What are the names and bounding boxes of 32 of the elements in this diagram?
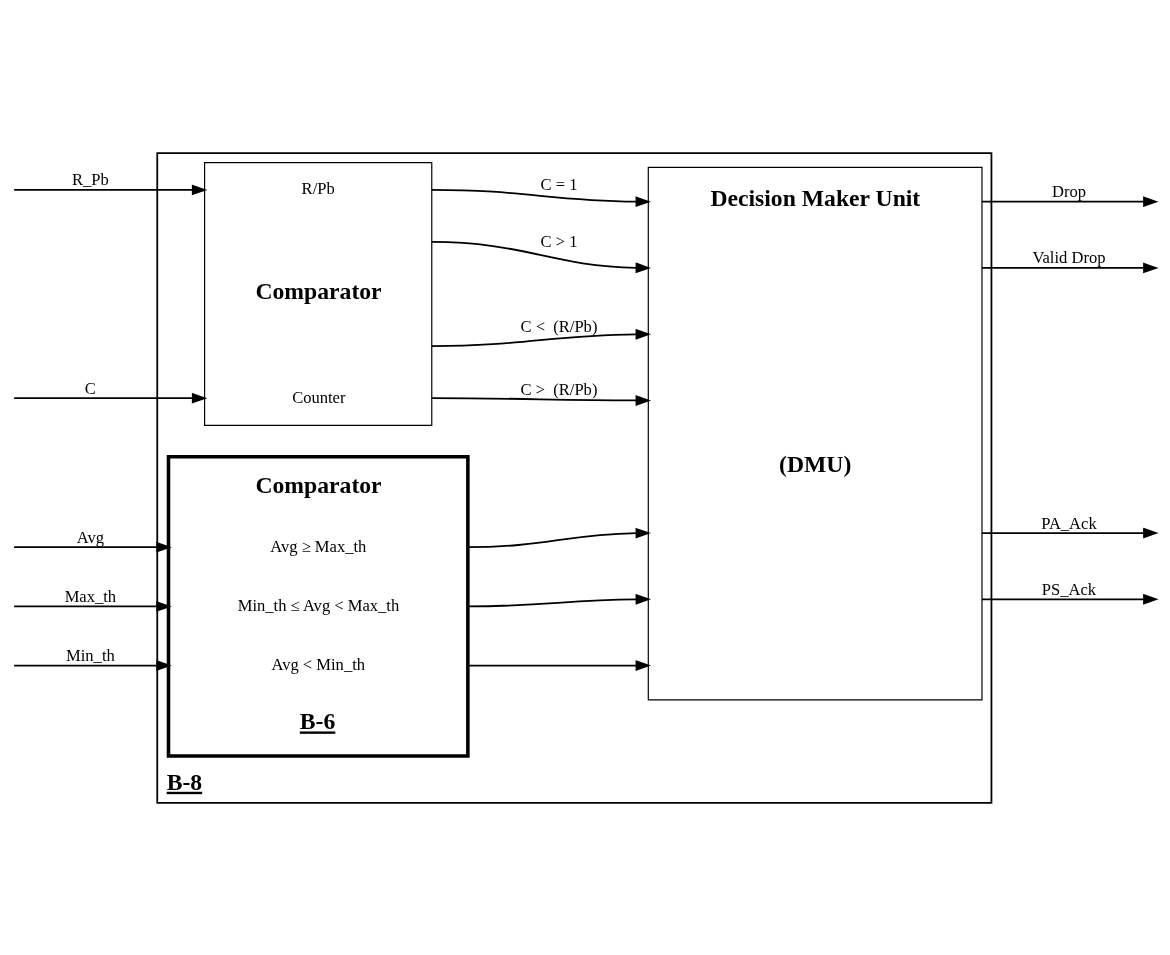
edge-label: Valid Drop — [1032, 247, 1106, 267]
arrow — [466, 527, 651, 548]
arrow — [13, 184, 208, 195]
edge-label: C > (R/Pb) — [520, 379, 598, 399]
arrow — [981, 527, 1159, 538]
arrow — [13, 392, 208, 403]
node-box: Comparator Avg ≥ Max_th Min_th ≤ Avg < Max_th Avg < Min_th B-6 — [166, 454, 470, 758]
arrow — [430, 240, 651, 273]
edge-label: Drop — [1051, 181, 1086, 201]
edge-label: Max_th — [64, 586, 117, 606]
edge-label: C < (R/Pb) — [520, 316, 598, 336]
edge-label: Min_th — [66, 645, 115, 665]
arrow — [13, 600, 172, 612]
node-box: Decision Maker Unit (DMU) — [647, 166, 983, 700]
arrow — [430, 394, 651, 406]
arrow — [13, 659, 172, 671]
arrow — [13, 541, 172, 553]
edge-label: PS_Ack — [1041, 579, 1097, 599]
edge-label: C = 1 — [540, 174, 578, 194]
arrow — [430, 188, 651, 207]
node-box: R/Pb Comparator Counter — [204, 161, 433, 426]
edge-label: PA_Ack — [1041, 513, 1097, 533]
edge-label: C > 1 — [540, 231, 578, 251]
arrow — [981, 593, 1159, 605]
edge-label: C — [84, 378, 96, 398]
arrow — [466, 659, 651, 671]
edge-label: R_Pb — [72, 169, 109, 189]
arrow — [981, 262, 1159, 273]
edge-label: Avg — [76, 527, 105, 547]
arrow — [430, 328, 651, 347]
arrow — [981, 195, 1159, 207]
arrow — [466, 593, 651, 607]
